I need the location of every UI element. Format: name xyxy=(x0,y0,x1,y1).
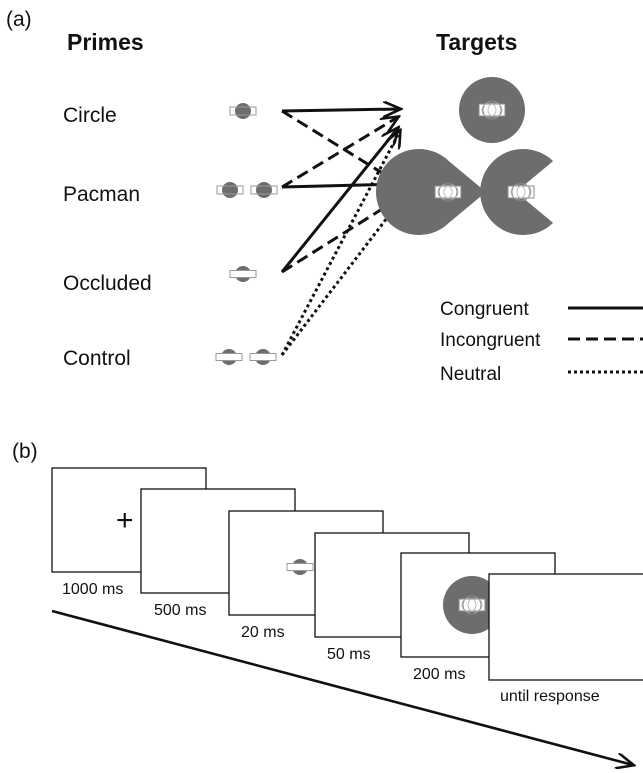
prime-label-circle: Circle xyxy=(63,104,117,127)
panel-b-label: (b) xyxy=(12,440,38,463)
legend-congruent-label: Congruent xyxy=(440,299,529,320)
duration-frame-6: until response xyxy=(500,688,600,705)
prime-pacman-shape xyxy=(216,181,278,199)
duration-frame-1: 1000 ms xyxy=(62,581,123,598)
duration-frame-5: 200 ms xyxy=(413,666,465,683)
prime-label-occluded: Occluded xyxy=(63,272,152,295)
prime-occluded-shape xyxy=(229,265,257,283)
target-circle xyxy=(459,77,525,143)
target-pacman-left xyxy=(375,148,486,235)
time-arrow xyxy=(51,609,633,765)
targets-heading: Targets xyxy=(436,29,517,55)
duration-frame-2: 500 ms xyxy=(154,602,206,619)
prime-label-control: Control xyxy=(63,347,131,370)
duration-frame-3: 20 ms xyxy=(241,624,285,641)
primes-heading: Primes xyxy=(67,29,144,55)
neutral-arrows xyxy=(280,131,400,356)
fixation-cross: + xyxy=(116,504,134,537)
prime-circle-shape xyxy=(229,102,257,120)
legend: Congruent Incongruent Neutral xyxy=(440,299,643,385)
legend-neutral-label: Neutral xyxy=(440,364,501,385)
incongruent-arrows xyxy=(281,109,400,274)
frame-response xyxy=(488,573,643,681)
legend-incongruent-label: Incongruent xyxy=(440,330,541,351)
duration-frame-4: 50 ms xyxy=(327,646,371,663)
prime-label-pacman: Pacman xyxy=(63,183,140,206)
target-pacman-right xyxy=(480,148,554,235)
prime-control-shape xyxy=(215,348,277,366)
panel-a-label: (a) xyxy=(6,8,32,31)
